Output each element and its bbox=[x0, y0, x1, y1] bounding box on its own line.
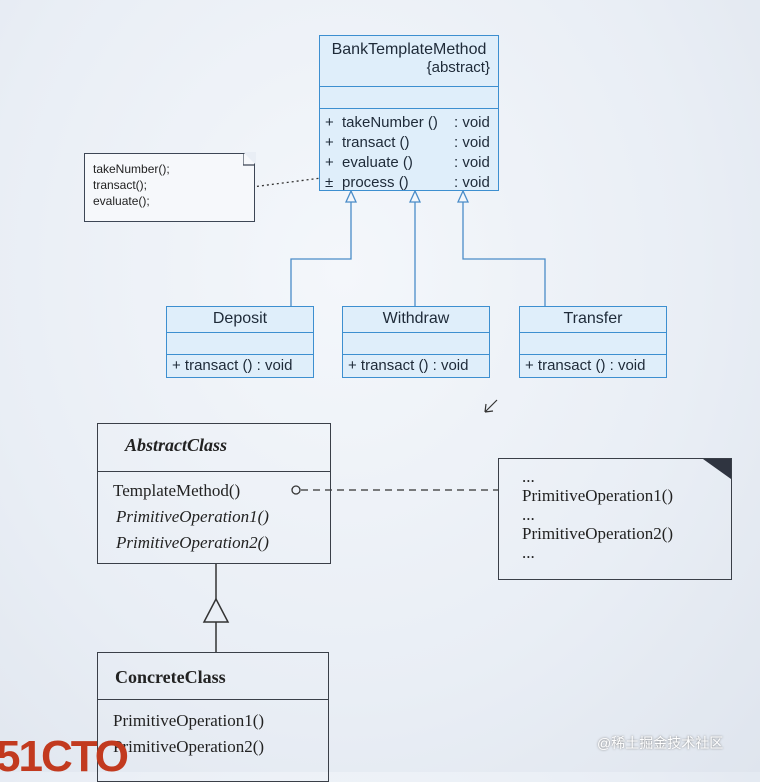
note-line: evaluate(); bbox=[93, 194, 150, 208]
note-link-line bbox=[251, 176, 330, 188]
op-name: process () bbox=[342, 174, 409, 191]
note-line: ... bbox=[522, 543, 535, 562]
class-concrete-class: ConcreteClass PrimitiveOperation1() Prim… bbox=[97, 652, 329, 782]
class-name: Transfer bbox=[563, 310, 623, 327]
note-line: transact(); bbox=[93, 178, 148, 192]
class-name: Deposit bbox=[212, 310, 268, 327]
note-line: takeNumber(); bbox=[93, 162, 170, 176]
note-process-steps: takeNumber(); transact(); evaluate(); bbox=[84, 153, 255, 222]
note-line: PrimitiveOperation2() bbox=[522, 524, 674, 543]
generalization-deposit bbox=[290, 201, 352, 307]
op-type: : void bbox=[454, 114, 490, 131]
generalization-transfer bbox=[462, 201, 546, 307]
attributes-compartment bbox=[320, 86, 498, 109]
op-visibility: ± bbox=[325, 174, 334, 191]
class-withdraw: Withdraw + transact () : void bbox=[342, 306, 490, 378]
operation-row: + evaluate () : void bbox=[325, 153, 498, 173]
operation-row: + transact () : void bbox=[167, 354, 313, 374]
note-line: ... bbox=[522, 467, 535, 486]
op-name: transact () bbox=[342, 134, 410, 151]
operations-compartment: TemplateMethod() PrimitiveOperation1() P… bbox=[98, 471, 330, 556]
operation-row: + takeNumber () : void bbox=[325, 113, 498, 133]
watermark-text: @稀土掘金技术社区 bbox=[597, 735, 724, 751]
class-stereotype: {abstract} bbox=[426, 59, 490, 76]
op-visibility: + bbox=[325, 134, 334, 151]
op-primitive-2: PrimitiveOperation2() bbox=[113, 737, 265, 756]
op-visibility: + bbox=[325, 114, 334, 131]
operation-row: + transact () : void bbox=[343, 354, 489, 374]
class-name: BankTemplateMethod bbox=[331, 41, 487, 58]
op-type: : void bbox=[454, 174, 490, 191]
class-name: ConcreteClass bbox=[115, 667, 226, 687]
note-anchor-circle bbox=[291, 485, 301, 495]
note-template-method: ... PrimitiveOperation1() ... PrimitiveO… bbox=[498, 458, 732, 580]
cursor-icon bbox=[484, 399, 498, 413]
generalization-arrow-withdraw bbox=[408, 189, 422, 203]
attributes-compartment bbox=[343, 332, 489, 355]
op-primitive-1: PrimitiveOperation1() bbox=[113, 711, 265, 730]
attributes-compartment bbox=[520, 332, 666, 355]
note-fold-corner bbox=[703, 459, 731, 479]
operation-row: + transact () : void bbox=[325, 133, 498, 153]
generalization-arrow-transfer bbox=[456, 189, 470, 203]
op-primitive-1: PrimitiveOperation1() bbox=[116, 507, 269, 526]
note-line: ... bbox=[522, 505, 535, 524]
class-transfer: Transfer + transact () : void bbox=[519, 306, 667, 378]
operation-row: + transact () : void bbox=[520, 354, 666, 374]
note-line: PrimitiveOperation1() bbox=[522, 486, 674, 505]
class-name: Withdraw bbox=[382, 310, 450, 327]
note-corner-fold bbox=[243, 152, 256, 166]
class-name: AbstractClass bbox=[125, 435, 228, 455]
inheritance-triangle bbox=[202, 597, 230, 623]
attributes-compartment bbox=[167, 332, 313, 355]
operations-compartment: PrimitiveOperation1() PrimitiveOperation… bbox=[98, 699, 328, 760]
class-bank-template-method: BankTemplateMethod {abstract} + takeNumb… bbox=[319, 35, 499, 191]
op-type: : void bbox=[454, 134, 490, 151]
generalization-arrow-deposit bbox=[344, 189, 358, 203]
op-name: takeNumber () bbox=[342, 114, 438, 131]
operation-row: ± process () : void bbox=[325, 173, 498, 193]
class-deposit: Deposit + transact () : void bbox=[166, 306, 314, 378]
op-type: : void bbox=[454, 154, 490, 171]
logo-51cto: 51CTO bbox=[0, 732, 129, 781]
op-name: evaluate () bbox=[342, 154, 413, 171]
op-template-method: TemplateMethod() bbox=[113, 481, 241, 500]
class-abstract-class: AbstractClass TemplateMethod() Primitive… bbox=[97, 423, 331, 564]
operations-compartment: + takeNumber () : void + transact () : v… bbox=[320, 108, 498, 193]
op-primitive-2: PrimitiveOperation2() bbox=[116, 533, 269, 552]
op-visibility: + bbox=[325, 154, 334, 171]
